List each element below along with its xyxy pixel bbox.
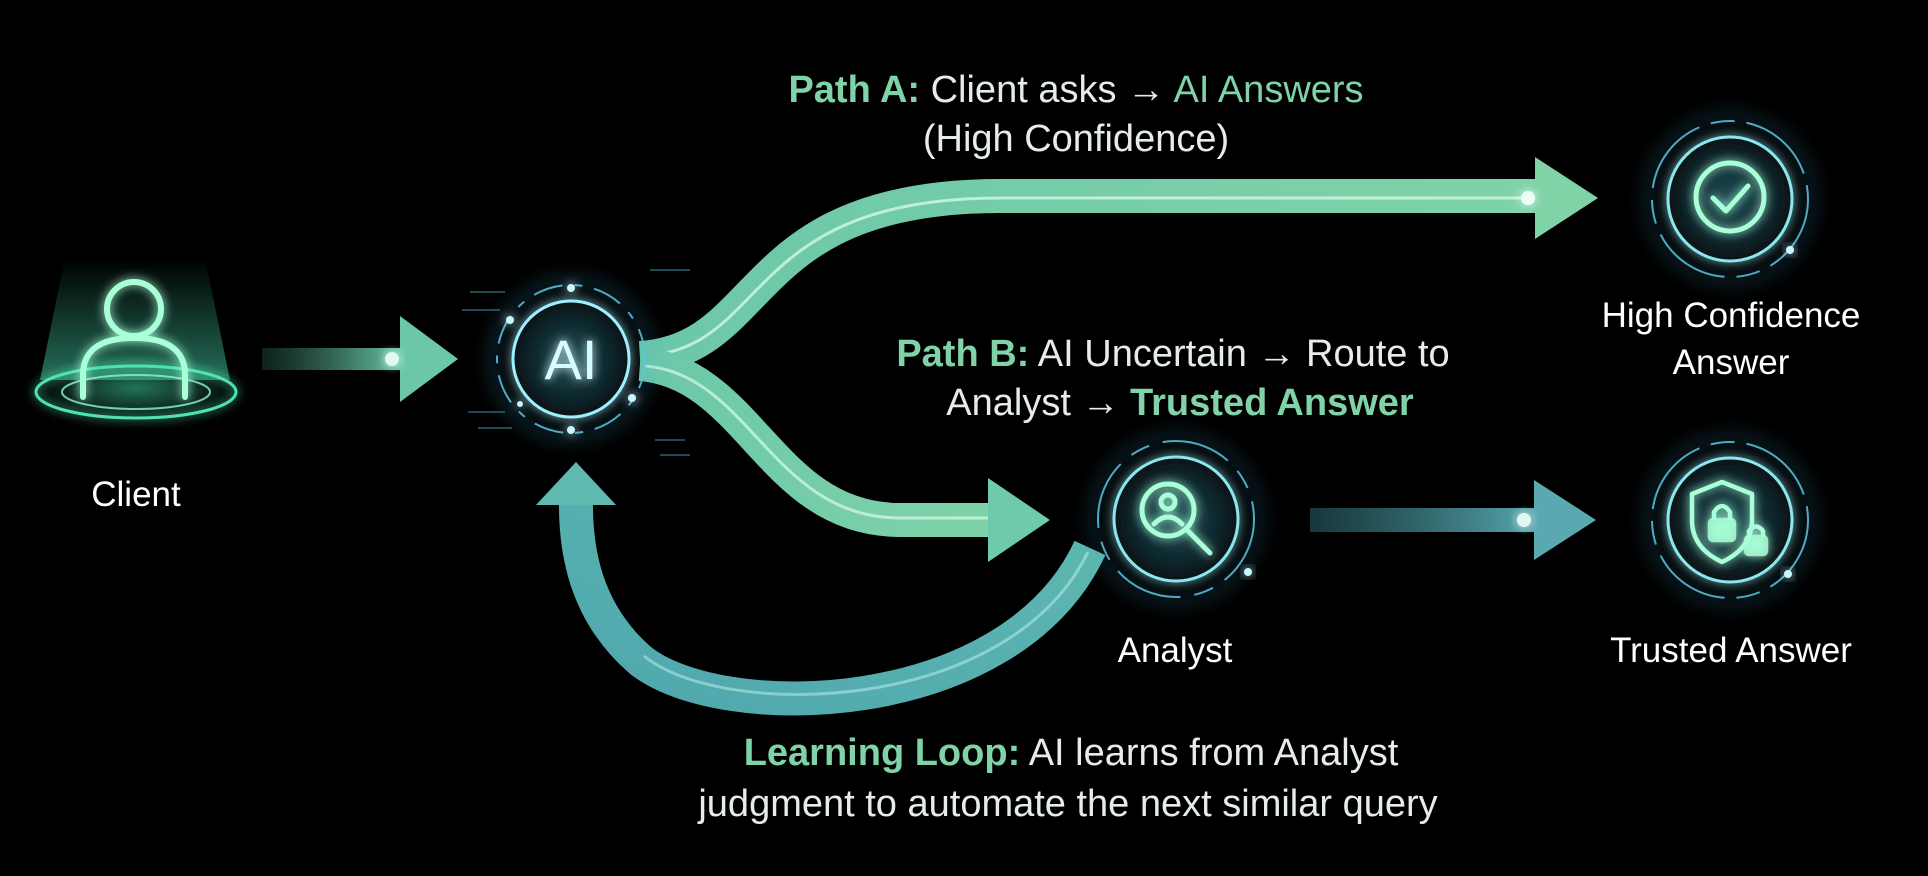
trusted-answer-label: Trusted Answer bbox=[1610, 631, 1852, 670]
flow-arrows bbox=[262, 157, 1598, 716]
magnifier-user-icon bbox=[1139, 481, 1213, 556]
path-b-caption-line1: Path B: AI Uncertain → Route to bbox=[896, 333, 1449, 375]
learning-loop-caption-line1: Learning Loop: AI learns from Analyst bbox=[744, 732, 1399, 774]
path-b-line1-rest: AI Uncertain → Route to bbox=[1029, 333, 1449, 375]
learning-loop-line1-rest: AI learns from Analyst bbox=[1020, 732, 1398, 774]
path-b-caption: Path B: AI Uncertain → Route to Analyst … bbox=[896, 333, 1449, 424]
path-a-caption-line1: Path A: Client asks → AI Answers bbox=[788, 69, 1363, 111]
path-b-caption-line2: Analyst → Trusted Answer bbox=[946, 382, 1414, 424]
high-confidence-label-line1: High Confidence bbox=[1602, 296, 1861, 335]
arrow-client-to-ai bbox=[262, 316, 458, 402]
analyst-node: Analyst bbox=[1091, 434, 1261, 670]
arrow-learning-loop bbox=[536, 462, 1106, 716]
path-b-prefix: Path B: bbox=[896, 333, 1029, 375]
user-icon bbox=[80, 279, 188, 400]
learning-loop-caption: Learning Loop: AI learns from Analyst ju… bbox=[697, 732, 1437, 825]
arrow-analyst-to-trusted bbox=[1310, 480, 1596, 560]
path-a-caption-line2: (High Confidence) bbox=[923, 118, 1229, 160]
arrow-path-a bbox=[638, 157, 1598, 375]
ai-circuit-decoration bbox=[462, 269, 690, 456]
path-a-caption: Path A: Client asks → AI Answers (High C… bbox=[788, 69, 1363, 160]
checkmark-icon bbox=[1693, 160, 1767, 234]
path-a-prefix: Path A: bbox=[788, 69, 920, 111]
path-a-middle: Client asks → bbox=[920, 69, 1173, 111]
learning-loop-prefix: Learning Loop: bbox=[744, 732, 1021, 774]
path-b-line2-plain: Analyst → bbox=[946, 382, 1130, 424]
path-a-highlight: AI Answers bbox=[1173, 69, 1363, 111]
client-node: Client bbox=[32, 258, 240, 514]
high-confidence-label-line2: Answer bbox=[1673, 343, 1790, 382]
path-b-line2-highlight: Trusted Answer bbox=[1130, 382, 1414, 424]
analyst-label: Analyst bbox=[1118, 631, 1233, 670]
learning-loop-caption-line2: judgment to automate the next similar qu… bbox=[697, 783, 1437, 825]
ai-node: AI bbox=[462, 269, 690, 456]
ai-orbit-dots bbox=[506, 284, 636, 434]
arrow-path-b bbox=[637, 347, 1050, 562]
ai-label: AI bbox=[545, 328, 598, 391]
client-label: Client bbox=[91, 475, 181, 514]
shield-lock-icon bbox=[1689, 479, 1769, 565]
high-confidence-node: High Confidence Answer bbox=[1602, 114, 1861, 382]
trusted-answer-node: Trusted Answer bbox=[1610, 435, 1852, 670]
